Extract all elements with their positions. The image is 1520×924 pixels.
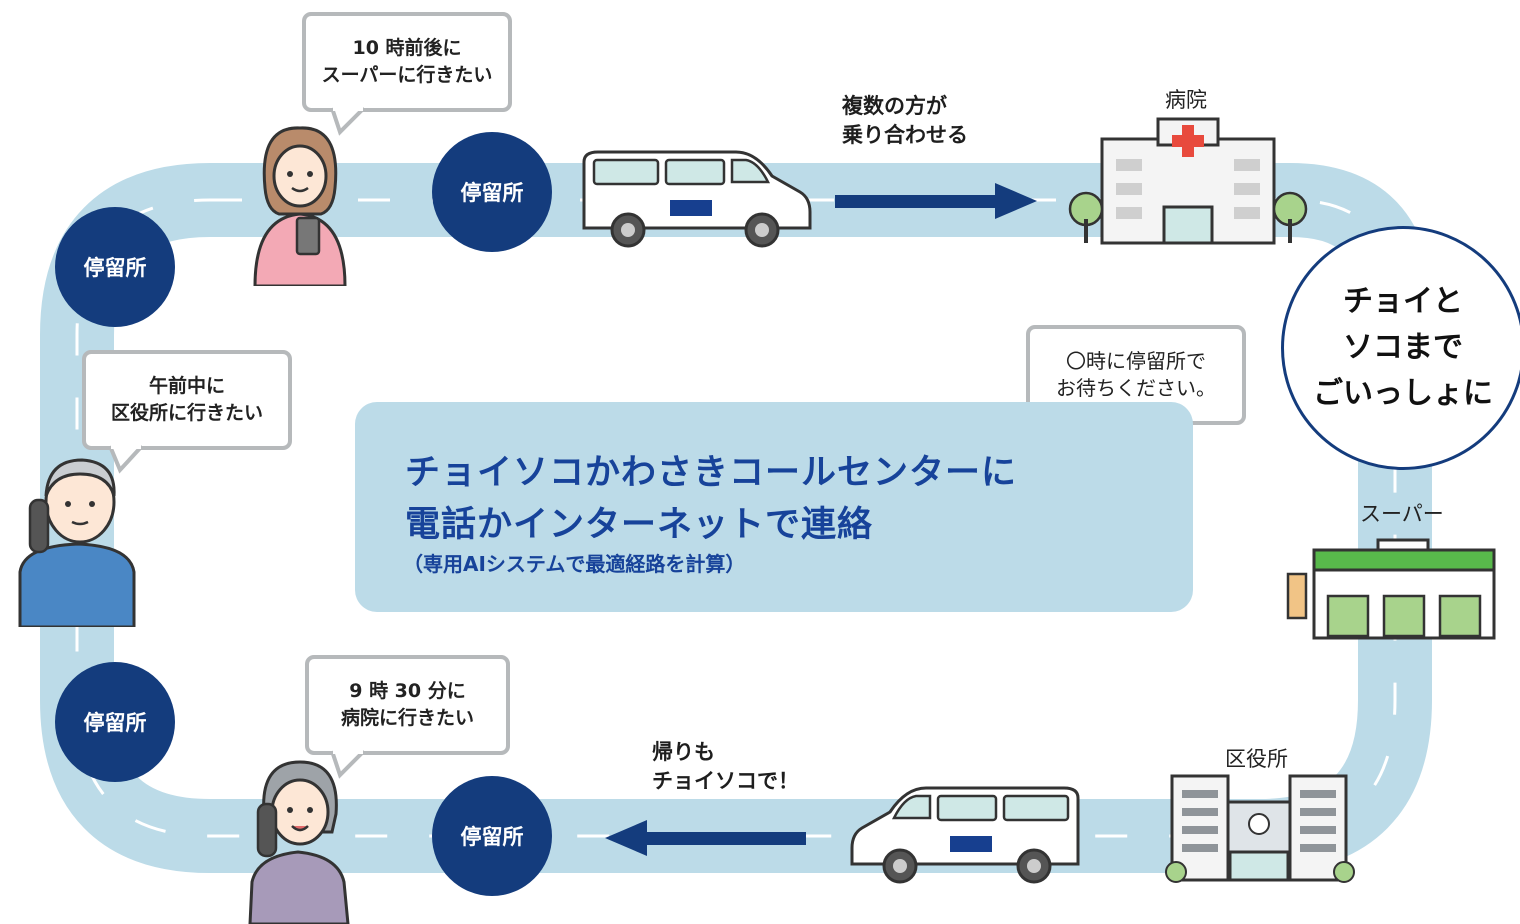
bubble-woman-bottom: 9 時 30 分に 病院に行きたい: [305, 655, 510, 755]
man-with-phone-icon: [18, 458, 136, 627]
hospital-building: [1068, 117, 1308, 245]
panel-line1: チョイソコかわさきコールセンターに: [405, 453, 1018, 493]
arrow-right: [835, 183, 1037, 219]
stop-left-lower: 停留所: [55, 662, 175, 782]
bubble-woman-top: 10 時前後に スーパーに行きたい: [302, 12, 512, 112]
stop-top: 停留所: [432, 132, 552, 252]
ward-office-label: 区役所: [1225, 747, 1288, 771]
slogan-badge: チョイと ソコまで ごいっしょに: [1281, 226, 1520, 470]
supermarket-label: スーパー: [1360, 502, 1444, 526]
panel-line2: 電話かインターネットで連絡: [405, 505, 874, 545]
woman-with-phone-icon: [253, 126, 347, 286]
bubble-tail-woman-bottom: [330, 749, 366, 779]
stop-left-upper: 停留所: [55, 207, 175, 327]
bubble-man-left: 午前中に 区役所に行きたい: [82, 350, 292, 450]
call-center-panel: チョイソコかわさきコールセンターに 電話かインターネットで連絡 （専用AIシステ…: [355, 402, 1193, 612]
panel-line3: （専用AIシステムで最適経路を計算）: [403, 552, 746, 576]
ward-office-building: [1165, 774, 1355, 883]
bubble-tail-woman-top: [330, 106, 366, 136]
caption-return-trip: 帰りも チョイソコで！: [652, 740, 799, 793]
stop-bottom: 停留所: [432, 776, 552, 896]
hospital-label: 病院: [1165, 88, 1207, 112]
elderly-woman-with-phone-icon: [248, 760, 350, 924]
van-bottom: [850, 786, 1080, 884]
caption-shared-ride: 複数の方が 乗り合わせる: [842, 94, 968, 147]
arrow-left: [605, 820, 806, 856]
van-top: [582, 150, 812, 248]
bubble-tail-man-left: [108, 444, 144, 474]
supermarket-building: [1286, 538, 1496, 640]
